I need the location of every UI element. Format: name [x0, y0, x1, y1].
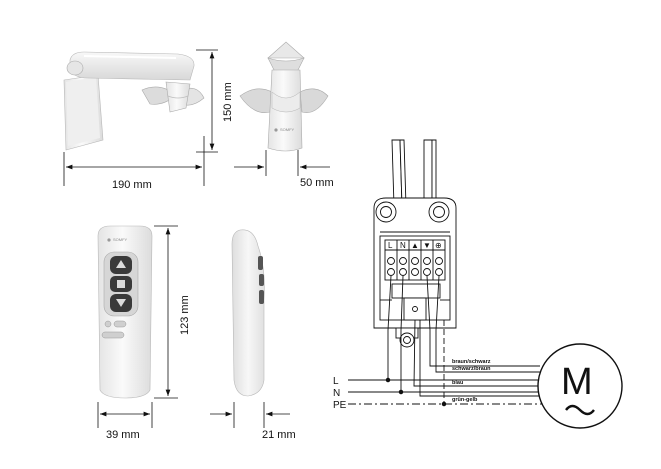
remote-front-view: SOMFY: [97, 225, 153, 399]
line-labels: L N PE: [333, 376, 347, 411]
terminal-labels: L N ▲ ▼ ⊕: [388, 241, 442, 250]
wire-label-brown-black: braun/schwarz: [452, 359, 491, 365]
sensor-height-label: 150 mm: [222, 82, 234, 122]
remote-width-label: 39 mm: [106, 429, 140, 441]
wire-label-blue: blau: [452, 380, 463, 386]
remote-depth-label: 21 mm: [262, 429, 296, 441]
wire-label-black-brown: schwarz/braun: [452, 366, 491, 372]
sensor-depth-label: 50 mm: [300, 177, 334, 189]
sensor-side-view: [63, 51, 205, 151]
remote-dimension-lines: [97, 225, 290, 428]
sensor-width-label: 190 mm: [112, 179, 152, 191]
terminal-label-earth: ⊕: [435, 241, 442, 250]
terminal-label-l: L: [388, 241, 393, 250]
motor-symbol: M: [537, 343, 623, 429]
line-label-l: L: [333, 376, 339, 387]
line-label-pe: PE: [333, 400, 347, 411]
sensor-front-view: SOMFY: [239, 41, 329, 152]
line-label-n: N: [333, 388, 340, 399]
terminal-label-down: ▼: [423, 241, 431, 250]
wire-labels: braun/schwarz schwarz/braun blau grün-ge…: [452, 359, 491, 403]
sensor-dimension-lines: [63, 49, 330, 186]
terminal-label-n: N: [400, 241, 406, 250]
connection-box: [373, 139, 457, 348]
wire-label-green-yellow: grün-gelb: [452, 397, 478, 403]
terminal-label-up: ▲: [411, 241, 419, 250]
remote-height-label: 123 mm: [179, 295, 191, 335]
remote-side-view: [231, 229, 265, 397]
wiring: [348, 275, 548, 407]
sensor-brand-label: SOMFY: [280, 127, 295, 132]
motor-label: M: [561, 361, 593, 403]
remote-brand-label: SOMFY: [113, 237, 128, 242]
ac-tilde-icon: [565, 404, 595, 416]
